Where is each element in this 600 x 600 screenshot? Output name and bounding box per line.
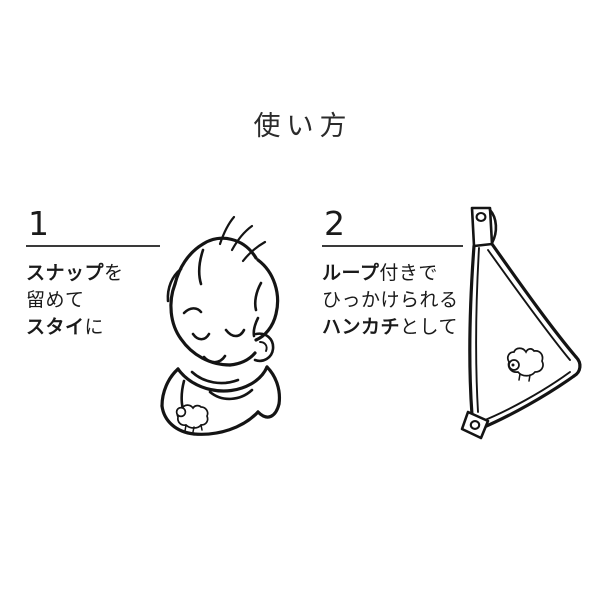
caption-text: として	[400, 316, 458, 338]
hanging-bandana-bib-illustration	[448, 200, 593, 450]
caption-text: 付きで	[379, 262, 438, 284]
caption-text: ひっかけられる	[322, 289, 459, 311]
step-1-caption-line-2: 留めて	[26, 287, 160, 314]
caption-text: を	[104, 262, 124, 284]
step-1-caption-line-1: スナップを	[26, 260, 160, 287]
step-2-divider	[322, 245, 463, 247]
step-2-caption: ループ付きで ひっかけられる ハンカチとして	[322, 260, 463, 341]
caption-text: 留めて	[26, 289, 85, 311]
caption-text: に	[84, 316, 105, 338]
step-2-caption-line-3: ハンカチとして	[322, 314, 463, 341]
snap-button-tab-bottom-icon	[460, 410, 490, 440]
step-1-number: 1	[28, 204, 49, 243]
caption-text: スタイ	[26, 316, 85, 338]
snap-button-tab-top-icon	[470, 206, 498, 248]
step-2-caption-line-1: ループ付きで	[322, 260, 463, 287]
step-1-divider	[26, 245, 160, 247]
baby-wearing-bib-illustration	[148, 206, 298, 436]
step-1-caption-line-3: スタイに	[26, 314, 160, 341]
caption-text: ループ	[322, 262, 380, 284]
step-1-caption: スナップを 留めて スタイに	[26, 260, 160, 341]
step-2-block: 2 ループ付きで ひっかけられる ハンカチとして	[322, 204, 463, 341]
page-title: 使い方	[253, 111, 353, 142]
step-2-number: 2	[324, 204, 345, 243]
sheep-motif-icon	[506, 347, 544, 382]
caption-text: スナップ	[26, 262, 105, 284]
caption-text: ハンカチ	[322, 316, 401, 338]
sheep-motif-icon	[175, 404, 209, 433]
step-2-caption-line-2: ひっかけられる	[322, 287, 463, 314]
step-1-block: 1 スナップを 留めて スタイに	[26, 204, 160, 341]
